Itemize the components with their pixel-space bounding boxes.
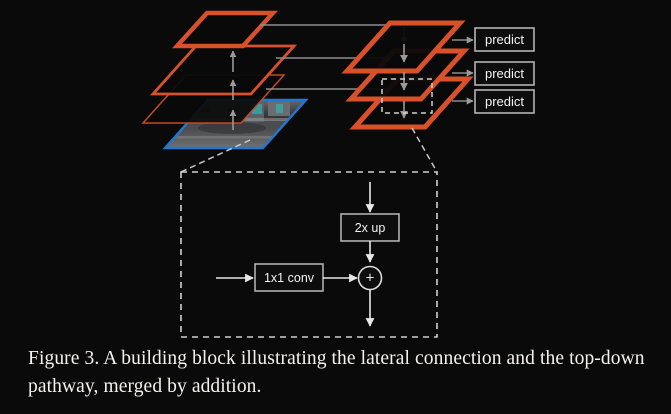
building-block-detail: 2x up 1x1 conv + — [180, 171, 438, 338]
merge-node-circle[interactable] — [357, 265, 383, 291]
building-block-dashed-frame — [180, 171, 438, 338]
figure-caption: Figure 3. A building block illustrating … — [28, 348, 645, 397]
predict-box-3-label: predict — [485, 94, 524, 109]
predict-box-2[interactable] — [474, 61, 535, 86]
callout-line-right — [411, 127, 438, 173]
predict-box-group-2[interactable]: predict — [452, 61, 535, 86]
predict-box-1-label: predict — [485, 32, 524, 47]
fpn-building-block-diagram: predict predict predict 2x up — [141, 10, 535, 338]
right-feature-map-level3 — [349, 76, 474, 130]
predict-box-group-1[interactable]: predict — [452, 27, 535, 52]
predict-box-2-label: predict — [485, 66, 524, 81]
predict-box-1[interactable] — [474, 27, 535, 52]
zoom-source-region — [381, 78, 433, 114]
right-pyramid-top-down — [341, 20, 474, 130]
left-feature-map-level2 — [149, 44, 298, 96]
right-feature-map-level2 — [345, 48, 470, 102]
input-image-frame — [162, 98, 309, 150]
callout-lines — [180, 127, 438, 173]
merge-node-label: + — [366, 269, 375, 286]
left-pyramid-bottom-up — [141, 10, 309, 150]
predict-box-3[interactable] — [474, 89, 535, 114]
predict-box-group-3[interactable]: predict — [452, 89, 535, 114]
upsample-box-label: 2x up — [355, 221, 386, 235]
left-feature-map-level1 — [172, 10, 278, 49]
conv-box-label: 1x1 conv — [264, 271, 315, 285]
callout-line-left — [180, 139, 251, 173]
